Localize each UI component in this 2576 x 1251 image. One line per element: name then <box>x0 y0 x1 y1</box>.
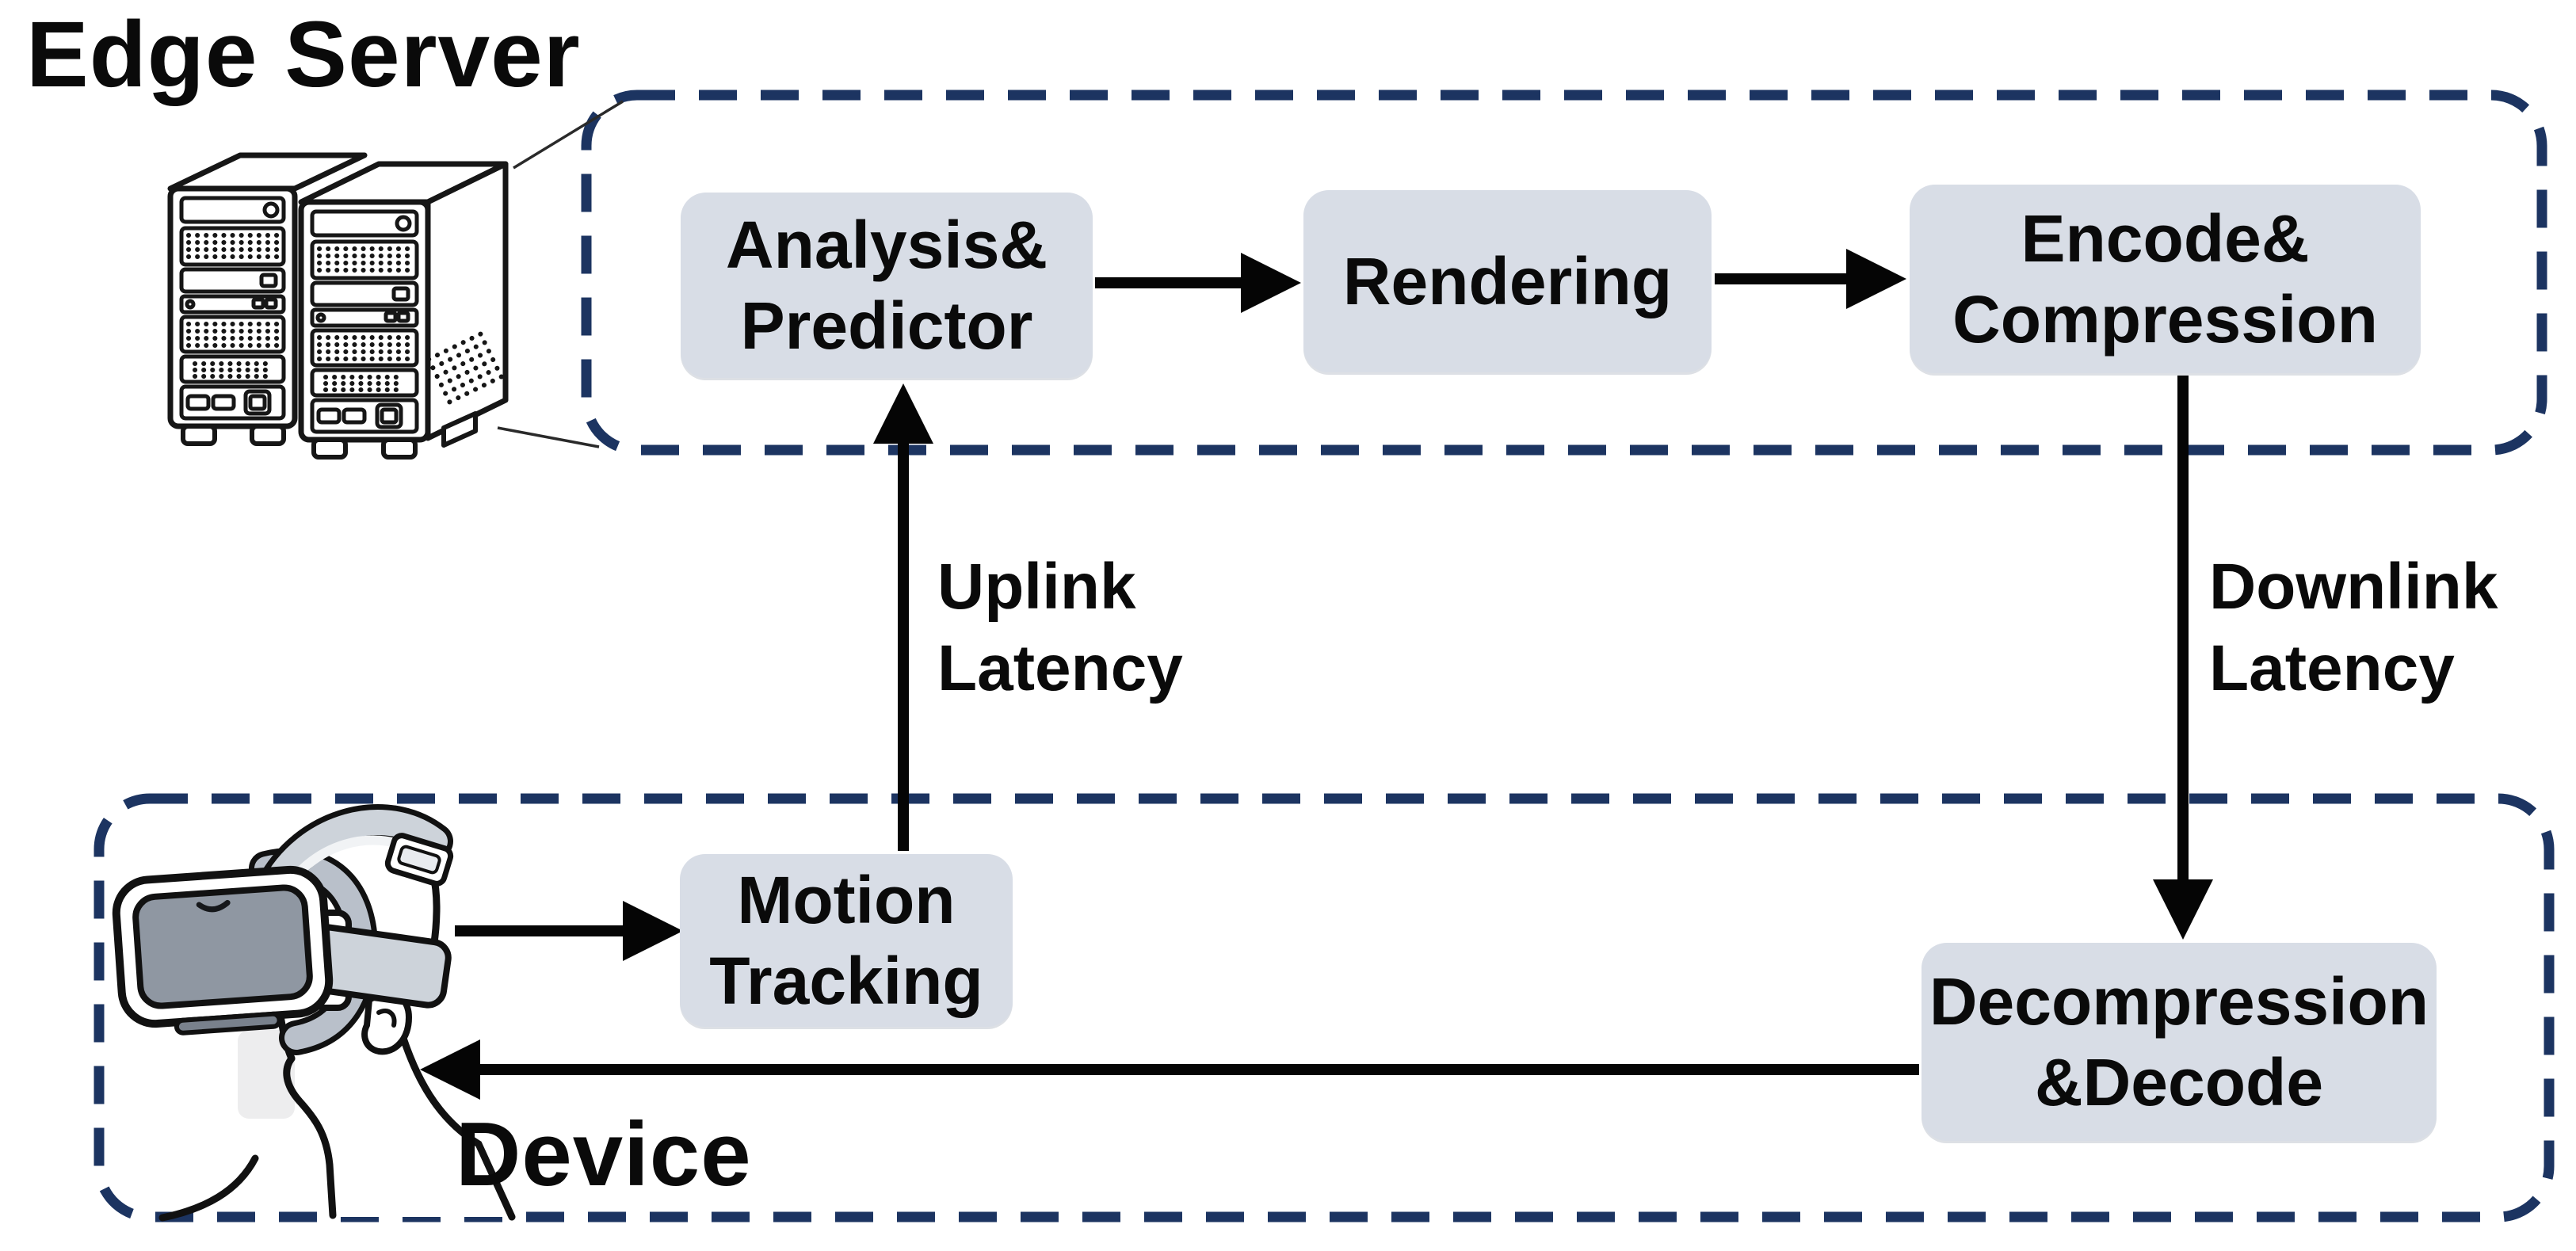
encode-compression-box: Encode& Compression <box>1910 185 2421 373</box>
downlink-latency-label: Downlink Latency <box>2209 551 2498 704</box>
device-boundary <box>93 793 2555 1222</box>
uplink-latency-label: Uplink Latency <box>937 551 1183 704</box>
decompression-decode-box: Decompression &Decode <box>1922 943 2437 1141</box>
arrow-uplink <box>873 383 933 851</box>
arrow-downlink <box>2153 376 2213 940</box>
server-towers-icon <box>167 152 512 460</box>
device-title: Device <box>456 1104 752 1205</box>
vr-headset-user-icon <box>112 804 516 1222</box>
rendering-box: Rendering <box>1303 190 1712 372</box>
arrow-decompression-to-headset <box>420 1039 1919 1100</box>
motion-tracking-box: Motion Tracking <box>680 854 1013 1027</box>
callout-lines <box>497 100 624 448</box>
edge-server-title: Edge Server <box>26 2 581 107</box>
arrow-rendering-to-encode <box>1715 249 1906 309</box>
arrow-analysis-to-rendering <box>1095 253 1301 313</box>
arrow-headset-to-motion-tracking <box>455 901 683 961</box>
edge-server-boundary <box>581 90 2547 456</box>
analysis-predictor-box: Analysis& Predictor <box>681 193 1093 378</box>
